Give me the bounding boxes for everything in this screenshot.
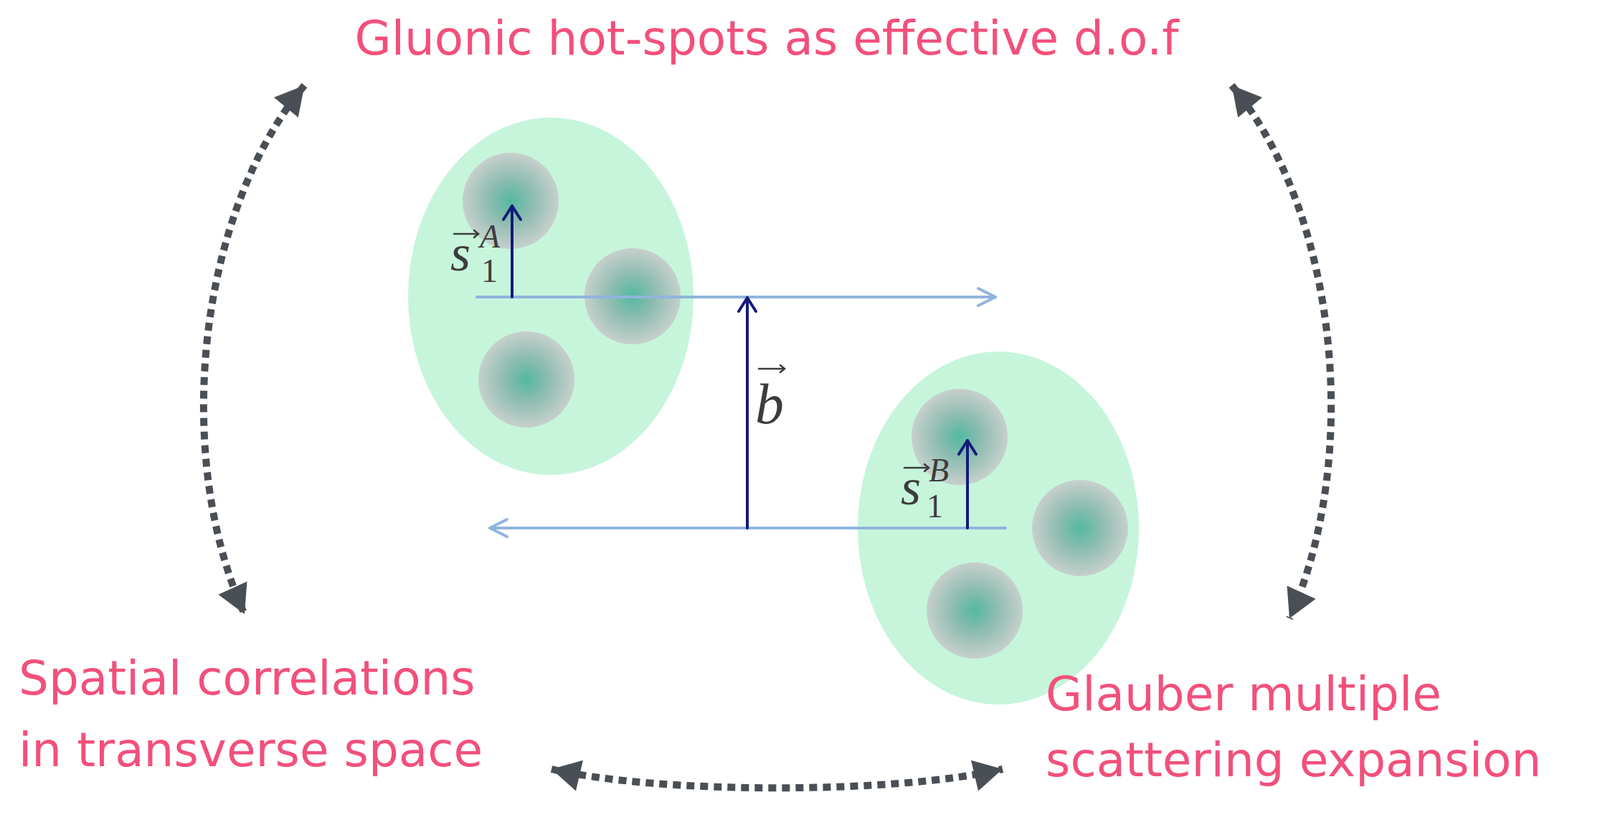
vector-head: [958, 440, 977, 454]
dashed-double-arrow: [203, 85, 305, 614]
dashed-connector: [551, 768, 1003, 788]
vector-accent: [780, 365, 785, 373]
vector-line: [966, 440, 969, 528]
vector-head: [738, 297, 756, 312]
vector-head: [503, 205, 521, 220]
concept-text: Glauber multiple scattering expansion: [1045, 661, 1593, 794]
math-symbol: B: [928, 453, 949, 487]
dashed-connector: [203, 85, 305, 614]
math-symbol: b: [755, 375, 784, 433]
hot-spots: [462, 152, 1129, 659]
concept-label: Glauber multiple scattering expansion: [1045, 661, 1593, 794]
vector-accent: [758, 367, 785, 371]
beam-arrowhead: [978, 288, 996, 306]
vector-line: [745, 297, 749, 528]
vector-accents: [453, 230, 929, 472]
concept-heading: Gluonic hot-spots as effective d.o.f: [354, 10, 1182, 68]
arrowhead: [218, 580, 247, 614]
arrowhead: [1232, 85, 1263, 118]
math-symbol: s: [450, 227, 471, 279]
math-symbol: A: [479, 220, 500, 254]
concept-label: Gluonic hot-spots as effective d.o.f: [354, 10, 1182, 68]
vector-line: [510, 205, 514, 297]
arrowhead: [551, 760, 584, 792]
hot-spot: [478, 331, 575, 428]
math-symbol: 1: [926, 489, 944, 523]
math-symbol: s: [900, 461, 921, 513]
concept-text: Spatial correlations in transverse space: [18, 642, 509, 787]
beam-lines: [476, 288, 1006, 537]
dashed-connector: [1232, 85, 1332, 619]
math-symbol: 1: [481, 254, 498, 288]
arrowhead: [971, 760, 1003, 792]
arrowhead: [1287, 585, 1317, 619]
beam-arrowhead: [489, 519, 508, 537]
beam-line: [476, 295, 996, 299]
dashed-double-arrow: [551, 760, 1003, 792]
hot-spot: [1032, 479, 1129, 576]
hot-spot: [926, 562, 1023, 659]
concept-label: Spatial correlations in transverse space: [18, 642, 509, 787]
vector-accent: [474, 230, 479, 238]
hot-spot: [911, 388, 1008, 485]
dashed-double-arrow: [1232, 85, 1332, 619]
vector-accent: [924, 464, 929, 472]
arrowhead: [273, 85, 305, 118]
position-vectors: [503, 205, 977, 528]
